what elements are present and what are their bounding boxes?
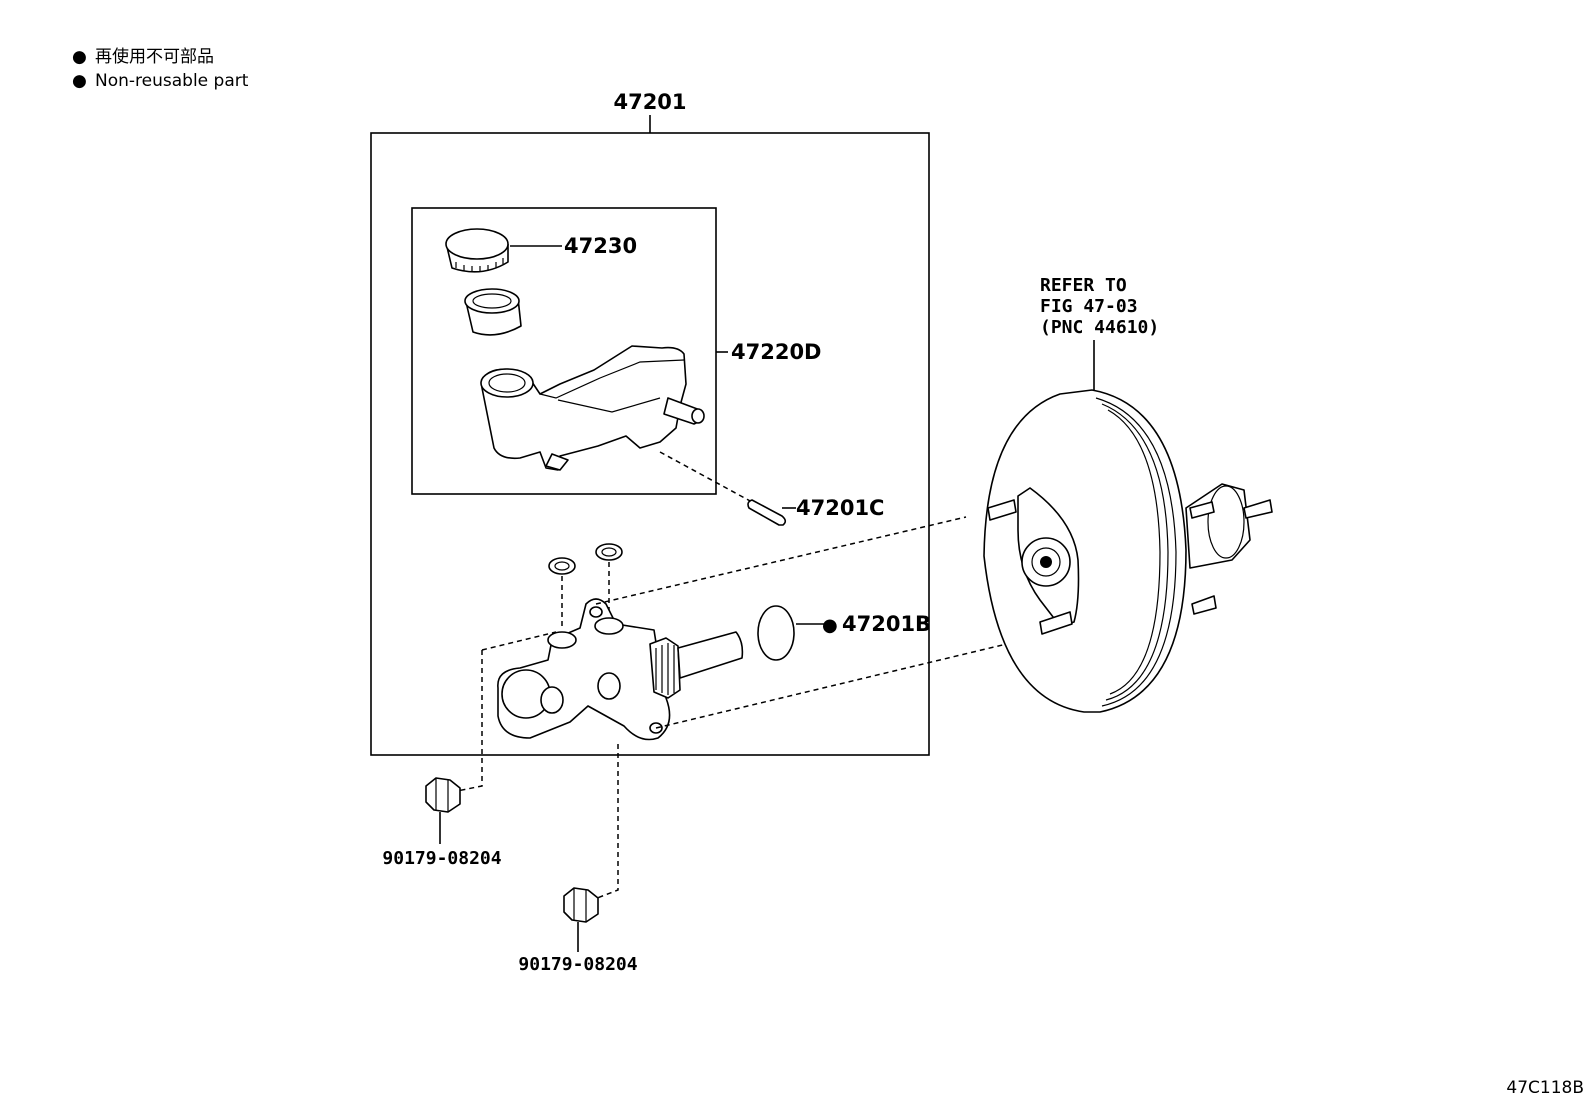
- legend-bullet-2: ●: [72, 71, 87, 91]
- boss-1: [547, 631, 577, 649]
- reservoir-cap: 47230: [445, 228, 637, 273]
- boss-2: [594, 617, 624, 635]
- booster-rib-1: [1095, 397, 1177, 707]
- alignment-lines: [451, 516, 1041, 901]
- inner-frame: [411, 207, 717, 495]
- label-nut-1: 90179-08204: [382, 848, 501, 869]
- align-upper: [595, 516, 967, 605]
- refer-line-1: REFER TO: [1040, 275, 1127, 296]
- nut-2-faces: [573, 888, 587, 922]
- tank-body: [480, 345, 687, 471]
- tank-neck-inner: [488, 373, 526, 393]
- legend-text-jp: 再使用不可部品: [95, 46, 214, 67]
- align-lower: [655, 635, 1041, 729]
- refer-line-2: FIG 47-03: [1040, 296, 1138, 317]
- strainer: [464, 288, 522, 336]
- cylinder-boot: [649, 637, 681, 699]
- booster-shell: [983, 389, 1187, 713]
- legend-bullet-1: ●: [72, 47, 87, 67]
- tank-nipple-end: [691, 408, 705, 424]
- grommet-1-hole: [554, 561, 570, 571]
- grommets: [548, 543, 623, 630]
- nut-1-faces: [435, 778, 449, 812]
- o-ring-marker: ●: [822, 615, 838, 636]
- cap-top: [445, 228, 509, 260]
- booster-rear-boss: [1185, 483, 1251, 569]
- grommet-2: [595, 543, 623, 561]
- boot-ridges: [655, 643, 675, 695]
- brake-booster: REFER TO FIG 47-03 (PNC 44610): [983, 275, 1273, 713]
- tank-seam: [539, 359, 685, 399]
- assembly-frame: 47201: [370, 90, 930, 756]
- stud-upper: [987, 499, 1017, 521]
- refer-line-3: (PNC 44610): [1040, 317, 1159, 338]
- tank-seam-2: [557, 397, 661, 413]
- tank-foot: [545, 453, 569, 471]
- booster-rib-2: [1101, 403, 1169, 701]
- label-47201C: 47201C: [796, 496, 884, 520]
- nut-1-body: [425, 777, 461, 813]
- pushrod-sleeve: [677, 631, 744, 679]
- rear-stud-lower: [1191, 595, 1217, 615]
- pin: 47201C: [659, 451, 884, 526]
- stud-lower: [1039, 611, 1073, 635]
- tank-neck: [480, 368, 534, 398]
- legend-text-en: Non-reusable part: [95, 71, 249, 91]
- rear-stud-upper: [1189, 501, 1215, 519]
- figure-code: 47C118B: [1506, 1078, 1584, 1098]
- label-47220D: 47220D: [731, 340, 822, 364]
- port-side: [597, 672, 621, 700]
- o-ring-shape: [757, 605, 795, 661]
- flange-hole-upper: [589, 606, 603, 618]
- grommet-2-hole: [601, 547, 617, 557]
- pushrod-stud: [1243, 499, 1273, 519]
- nut-2-body: [563, 887, 599, 923]
- cap-ridges: [455, 258, 504, 272]
- reservoir-frame: 47220D: [411, 207, 822, 495]
- legend: ● 再使用不可部品 ● Non-reusable part: [72, 46, 249, 91]
- strainer-rim: [472, 293, 512, 309]
- pin-body: [747, 499, 787, 526]
- booster-hub-center: [1040, 556, 1052, 568]
- align-left: [451, 650, 483, 793]
- booster-hub-inner: [1031, 547, 1061, 577]
- reservoir-tank: [480, 345, 705, 471]
- label-47201B: 47201B: [842, 612, 931, 636]
- strainer-top: [464, 288, 520, 314]
- align-lower-drop: [591, 744, 619, 901]
- grommet-1: [548, 557, 576, 575]
- nut-1: 90179-08204: [382, 777, 502, 869]
- port-front: [540, 686, 564, 714]
- align-left-top: [481, 631, 557, 651]
- label-47230: 47230: [564, 234, 637, 258]
- master-cylinder: [497, 598, 744, 741]
- booster-rib-3: [1107, 409, 1161, 695]
- nut-2: 90179-08204: [518, 887, 638, 975]
- o-ring: ● 47201B: [757, 605, 931, 661]
- label-47201: 47201: [613, 90, 686, 114]
- label-nut-2: 90179-08204: [518, 954, 637, 975]
- rear-boss-face: [1207, 485, 1245, 559]
